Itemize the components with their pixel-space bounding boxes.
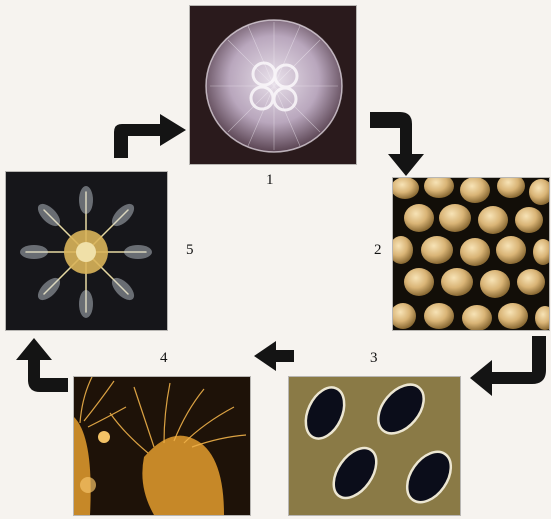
panel-1-medusa — [190, 6, 356, 164]
arrow-2-to-3 — [470, 336, 546, 396]
stage-label-3: 3 — [370, 350, 378, 367]
ephyra-image — [6, 172, 167, 330]
panel-2-eggs — [393, 178, 549, 330]
planula-image — [289, 377, 460, 515]
polyps-image — [74, 377, 250, 515]
stage-label-2: 2 — [374, 242, 382, 259]
medusa-image — [190, 6, 356, 164]
stage-label-1: 1 — [266, 172, 274, 189]
panel-4-polyps — [74, 377, 250, 515]
eggs-image — [393, 178, 549, 330]
panel-3-planula — [289, 377, 460, 515]
arrow-3-to-4 — [254, 341, 294, 371]
arrow-5-to-1 — [114, 114, 186, 158]
arrow-4-to-5 — [16, 338, 68, 392]
arrow-1-to-2 — [370, 112, 424, 176]
panel-5-ephyra — [6, 172, 167, 330]
stage-label-4: 4 — [160, 350, 168, 367]
stage-label-5: 5 — [186, 242, 194, 259]
